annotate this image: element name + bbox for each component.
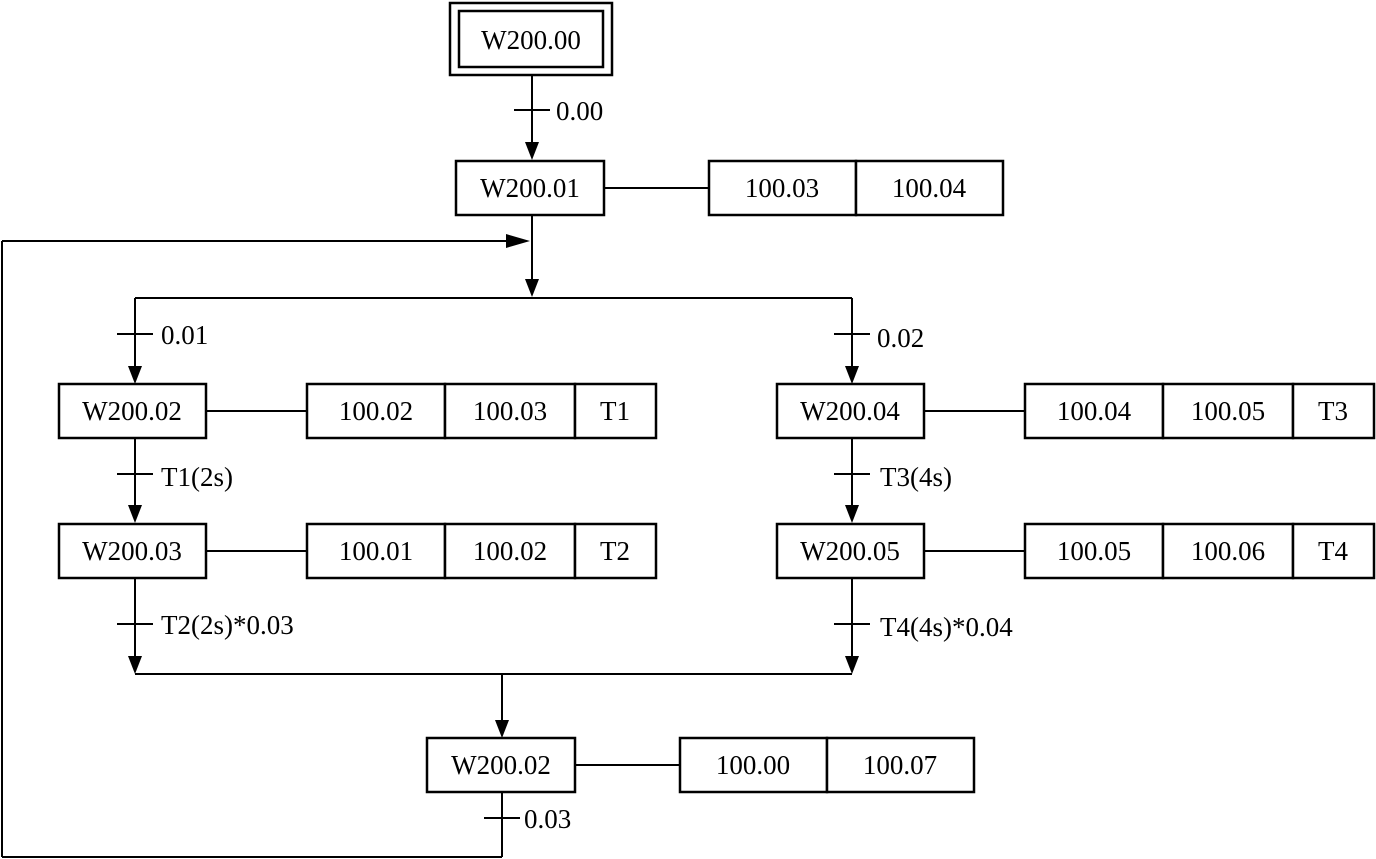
action-cell: 100.03 xyxy=(745,173,819,203)
transition-label: 0.03 xyxy=(524,804,571,834)
action-cell: 100.06 xyxy=(1191,536,1265,566)
action-cell: 100.02 xyxy=(339,396,413,426)
action-cell: T2 xyxy=(600,536,630,566)
action-cell: 100.01 xyxy=(339,536,413,566)
action-block-s4: 100.04 100.05 T3 xyxy=(1023,382,1376,440)
transition-label: T4(4s)*0.04 xyxy=(880,612,1013,642)
action-cell: T3 xyxy=(1318,396,1348,426)
action-block-s6: 100.00 100.07 xyxy=(678,736,976,794)
action-cell: 100.04 xyxy=(892,173,967,203)
transition-label: T1(2s) xyxy=(161,462,233,492)
transition-label: 0.01 xyxy=(161,320,208,350)
action-block-s3: 100.01 100.02 T2 xyxy=(305,522,658,580)
step-w200-04: W200.04 xyxy=(775,382,926,440)
step-label: W200.02 xyxy=(451,750,551,780)
action-cell: 100.04 xyxy=(1057,396,1132,426)
action-cell: T1 xyxy=(600,396,630,426)
step-label: W200.04 xyxy=(800,396,900,426)
flow-lines xyxy=(1,75,1025,858)
action-cell: T4 xyxy=(1318,536,1348,566)
step-w200-03: W200.03 xyxy=(57,522,208,580)
step-w200-02-bottom: W200.02 xyxy=(425,736,577,794)
initial-step: W200.00 xyxy=(448,1,614,77)
action-block-s1: 100.03 100.04 xyxy=(707,159,1005,217)
step-w200-01: W200.01 xyxy=(454,159,606,217)
transition-labels: 0.00 0.01 0.02 T1(2s) T3(4s) T2(2s)*0.03… xyxy=(161,96,1013,834)
transition-label: T3(4s) xyxy=(880,462,952,492)
action-cell: 100.00 xyxy=(716,750,790,780)
step-label: W200.02 xyxy=(82,396,182,426)
transition-label: 0.02 xyxy=(877,323,924,353)
step-label: W200.05 xyxy=(800,536,900,566)
action-cell: 100.03 xyxy=(473,396,547,426)
step-label: W200.03 xyxy=(82,536,182,566)
action-cell: 100.02 xyxy=(473,536,547,566)
action-block-s5: 100.05 100.06 T4 xyxy=(1023,522,1376,580)
action-block-s2: 100.02 100.03 T1 xyxy=(305,382,658,440)
action-cell: 100.05 xyxy=(1057,536,1131,566)
step-w200-05: W200.05 xyxy=(775,522,926,580)
action-cell: 100.05 xyxy=(1191,396,1265,426)
transition-label: 0.00 xyxy=(556,96,603,126)
step-w200-02: W200.02 xyxy=(57,382,208,440)
transition-label: T2(2s)*0.03 xyxy=(161,610,294,640)
step-label: W200.01 xyxy=(480,173,580,203)
action-cell: 100.07 xyxy=(863,750,937,780)
initial-step-label: W200.00 xyxy=(481,25,581,55)
